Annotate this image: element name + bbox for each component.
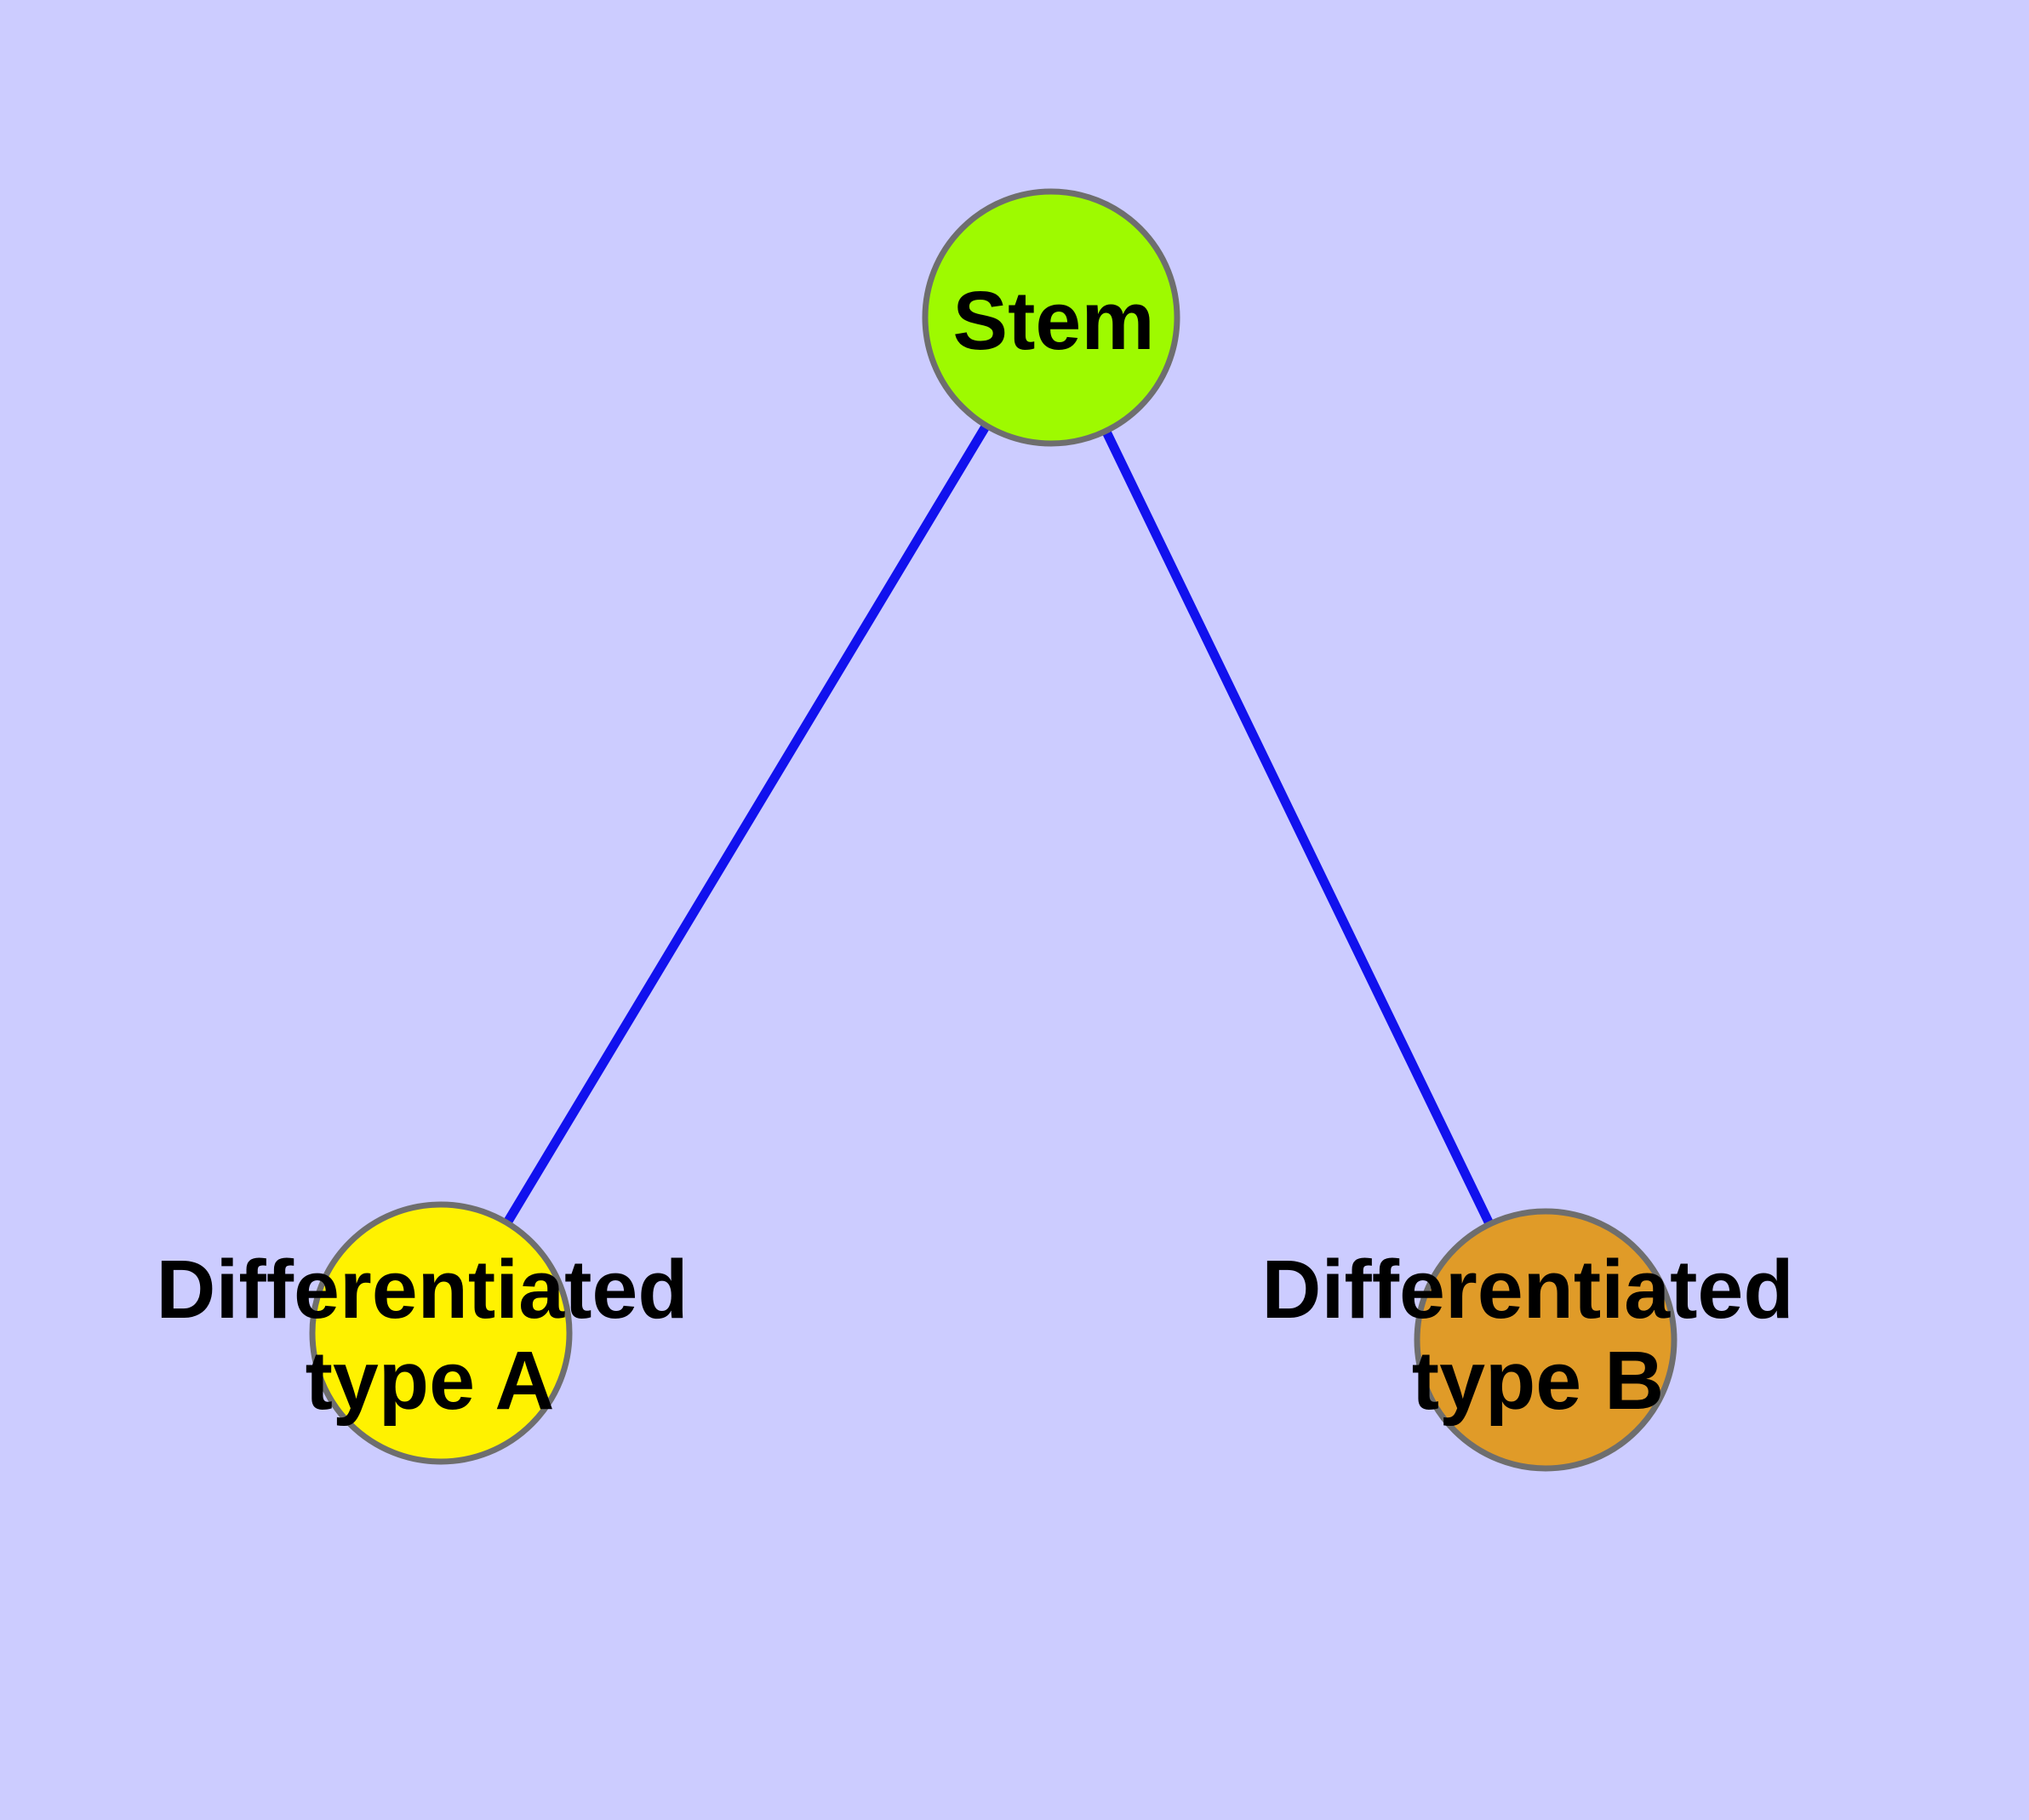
label-layer: Stem Differentiated type A Differentiate… (156, 274, 1793, 1427)
node-label-differentiated-type-a-line1: Differentiated (156, 1243, 688, 1336)
edge-stem-to-differentiated-type-b[interactable] (1102, 430, 1494, 1225)
node-label-differentiated-type-a-line2: type A (306, 1334, 555, 1427)
edge-stem-to-differentiated-type-a[interactable] (504, 424, 990, 1224)
node-label-stem: Stem (952, 274, 1154, 367)
node-differentiated-type-a[interactable] (309, 1201, 573, 1465)
node-label-differentiated-type-b-line1: Differentiated (1261, 1243, 1793, 1336)
node-differentiated-type-b[interactable] (1414, 1208, 1677, 1472)
edge-layer (504, 424, 1494, 1225)
node-stem[interactable] (922, 188, 1180, 447)
node-label-differentiated-type-b-line2: type B (1412, 1334, 1664, 1427)
node-layer (309, 188, 1677, 1472)
